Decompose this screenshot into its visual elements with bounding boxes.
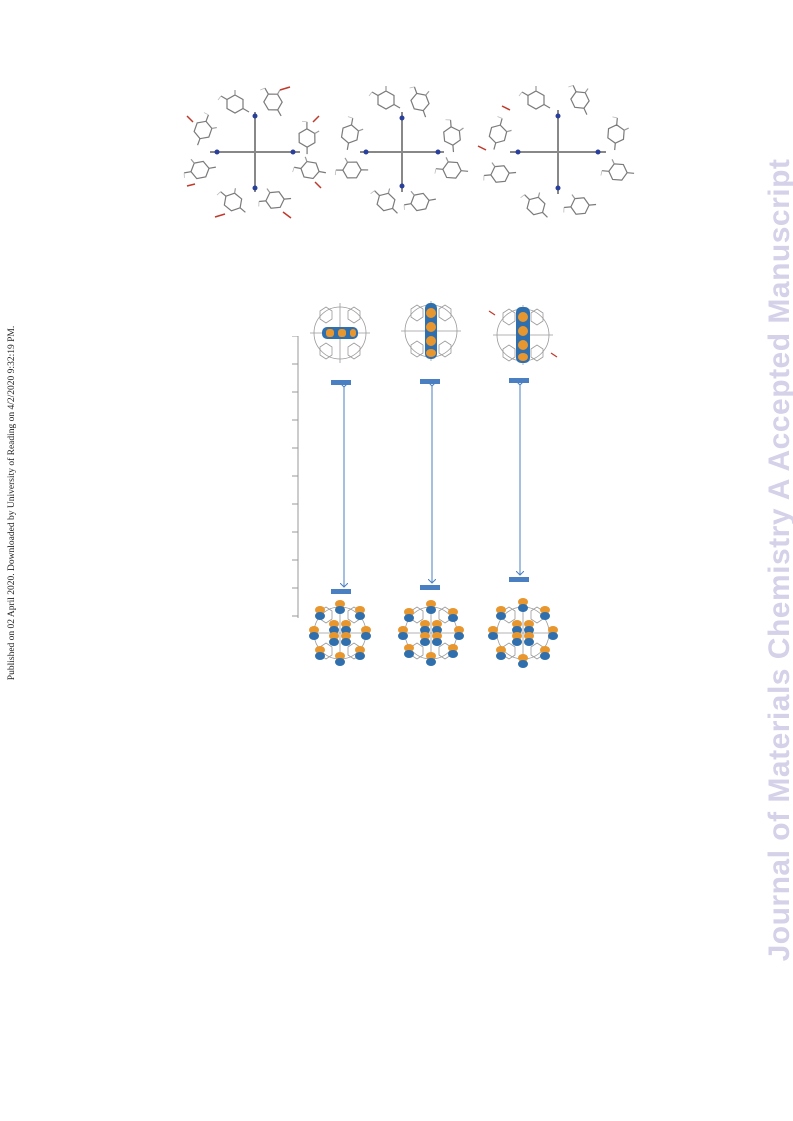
lumo-level-1 <box>331 380 351 385</box>
structure-3 <box>477 80 636 224</box>
lumo-orbital-2 <box>400 300 462 362</box>
lumo-level-3 <box>509 378 529 383</box>
lumo-level-2 <box>420 379 440 384</box>
journal-watermark: Journal of Materials Chemistry A Accepte… <box>763 158 793 962</box>
homo-orbital-2 <box>398 600 464 666</box>
homo-level-1 <box>331 589 351 594</box>
homo-level-3 <box>509 577 529 582</box>
molecular-structures-figure <box>180 80 636 224</box>
structure-1 <box>180 80 327 219</box>
lumo-orbital-3 <box>488 304 558 366</box>
homo-level-2 <box>420 585 440 590</box>
homo-orbital-1 <box>309 600 371 666</box>
energy-axis <box>292 336 299 618</box>
lumo-orbital-1 <box>309 302 371 364</box>
publication-note: Published on 02 April 2020. Downloaded b… <box>7 325 17 681</box>
orbital-energy-diagram <box>309 300 558 668</box>
homo-orbital-3 <box>488 598 558 668</box>
structure-2 <box>329 80 473 221</box>
